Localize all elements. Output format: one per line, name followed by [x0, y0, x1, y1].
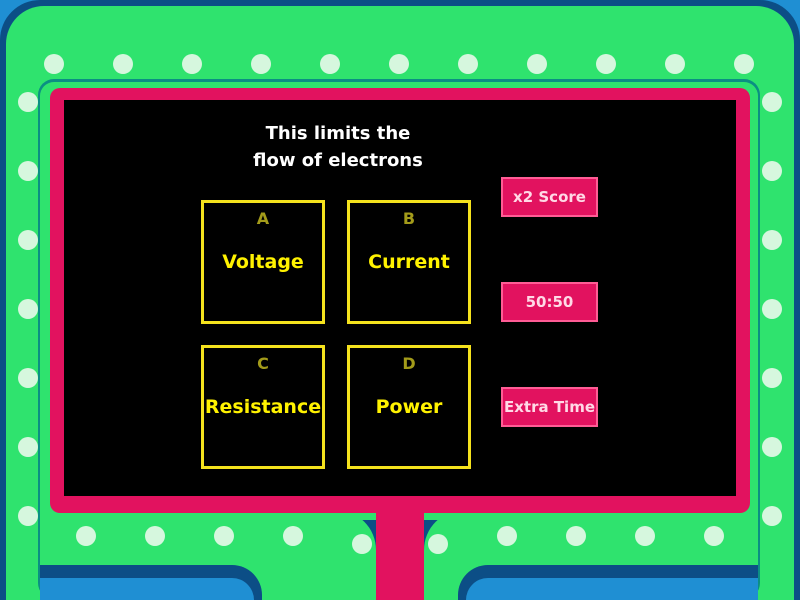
light-bulb	[251, 54, 271, 74]
light-bulb	[352, 534, 372, 554]
answer-c-text: Resistance	[204, 396, 322, 418]
light-bulb	[76, 526, 96, 546]
light-bulb	[762, 161, 782, 181]
answer-d-letter: D	[402, 354, 416, 373]
answer-a-letter: A	[256, 209, 270, 228]
light-bulb	[635, 526, 655, 546]
answer-b[interactable]: B Current	[347, 200, 471, 324]
light-bulb	[18, 299, 38, 319]
light-bulb	[762, 92, 782, 112]
light-bulb	[734, 54, 754, 74]
light-bulb	[182, 54, 202, 74]
light-bulb	[18, 506, 38, 526]
light-bulb	[389, 54, 409, 74]
light-bulb	[113, 54, 133, 74]
light-bulb	[18, 368, 38, 388]
answer-d-text: Power	[375, 396, 443, 418]
light-bulb	[428, 534, 448, 554]
light-bulb	[145, 526, 165, 546]
answer-a[interactable]: A Voltage	[201, 200, 325, 324]
light-bulb	[762, 437, 782, 457]
answer-a-text: Voltage	[222, 251, 304, 273]
pedestal-left-blue	[40, 578, 254, 600]
light-bulb	[497, 526, 517, 546]
light-bulb	[320, 54, 340, 74]
answer-d[interactable]: D Power	[347, 345, 471, 469]
x2-score-button[interactable]: x2 Score	[501, 177, 598, 217]
extra-time-button[interactable]: Extra Time	[501, 387, 598, 427]
light-bulb	[596, 54, 616, 74]
question-text: This limits the flow of electrons	[253, 123, 423, 171]
light-bulb	[18, 437, 38, 457]
light-bulb	[566, 526, 586, 546]
light-bulb	[527, 54, 547, 74]
pedestal-stem	[376, 500, 424, 600]
answer-b-letter: B	[402, 209, 416, 228]
pedestal-right-blue	[466, 578, 758, 600]
light-bulb	[665, 54, 685, 74]
light-bulb	[44, 54, 64, 74]
light-bulb	[18, 92, 38, 112]
light-bulb	[283, 526, 303, 546]
screen	[64, 100, 736, 496]
light-bulb	[458, 54, 478, 74]
light-bulb	[762, 299, 782, 319]
light-bulb	[762, 506, 782, 526]
light-bulb	[762, 368, 782, 388]
light-bulb	[762, 230, 782, 250]
light-bulb	[214, 526, 234, 546]
fifty-fifty-button[interactable]: 50:50	[501, 282, 598, 322]
light-bulb	[18, 161, 38, 181]
answer-c[interactable]: C Resistance	[201, 345, 325, 469]
light-bulb	[704, 526, 724, 546]
answer-b-text: Current	[368, 251, 450, 273]
answer-c-letter: C	[257, 354, 269, 373]
light-bulb	[18, 230, 38, 250]
